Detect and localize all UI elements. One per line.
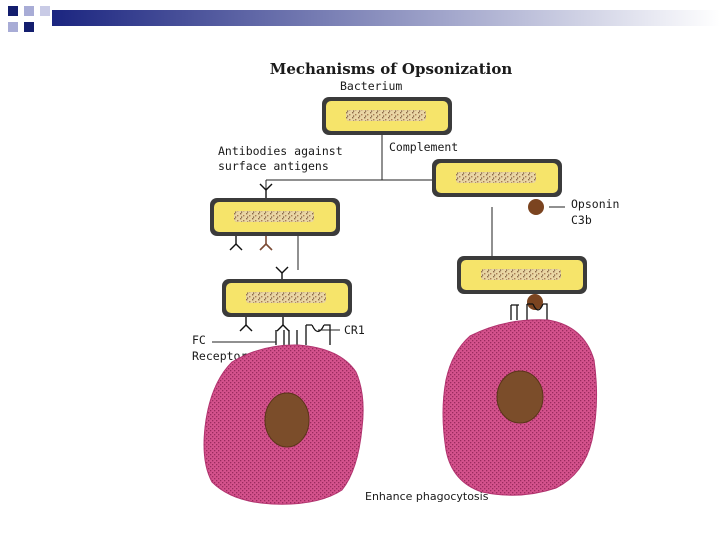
header-square-dark-2: [24, 22, 34, 32]
enhance-phagocytosis-label: Enhance phagocytosis: [365, 490, 489, 503]
cr1-receptor-icon: [510, 303, 548, 320]
header-square-light-2: [8, 22, 18, 32]
complement-label: Complement: [389, 140, 458, 154]
opsonin-label-line1: Opsonin: [571, 197, 619, 211]
header-square-light-1: [24, 6, 34, 16]
antibodies-label-line2: surface antigens: [218, 159, 329, 173]
fc-receptor-icon: [275, 324, 331, 345]
antibodies-label-line1: Antibodies against: [218, 144, 343, 158]
bacterium-c3b-coated: [457, 256, 587, 294]
antibody-top-2: [275, 266, 289, 282]
fc-label-line1: FC: [192, 333, 206, 347]
opsonin-c3b-icon: [528, 199, 544, 215]
bacterium-bound-fc: [222, 279, 352, 317]
bacterium-top: [322, 97, 452, 135]
diagram-title: Mechanisms of Opsonization: [270, 60, 513, 78]
antibody-bottom-2a: [239, 316, 253, 332]
header-gradient-bar: [52, 10, 720, 26]
opsonin-bound-icon: [527, 294, 543, 310]
antibody-bottom-left: [229, 235, 243, 251]
header-square-light-3: [40, 6, 50, 16]
bacterium-complement: [432, 159, 562, 197]
nucleus-right: [496, 370, 544, 424]
bacterium-antibody-coated: [210, 198, 340, 236]
slide-header-decoration: [8, 6, 720, 32]
antibody-bottom-2b: [276, 316, 290, 332]
header-square-dark-1: [8, 6, 18, 16]
antibody-bottom-highlight: [259, 236, 273, 251]
bacterium-label: Bacterium: [340, 79, 402, 93]
nucleus-left: [264, 392, 310, 448]
opsonin-label-line2: C3b: [571, 213, 592, 227]
fc-label-line2: Receptor: [192, 349, 247, 363]
cr1-label: CR1: [344, 323, 365, 337]
